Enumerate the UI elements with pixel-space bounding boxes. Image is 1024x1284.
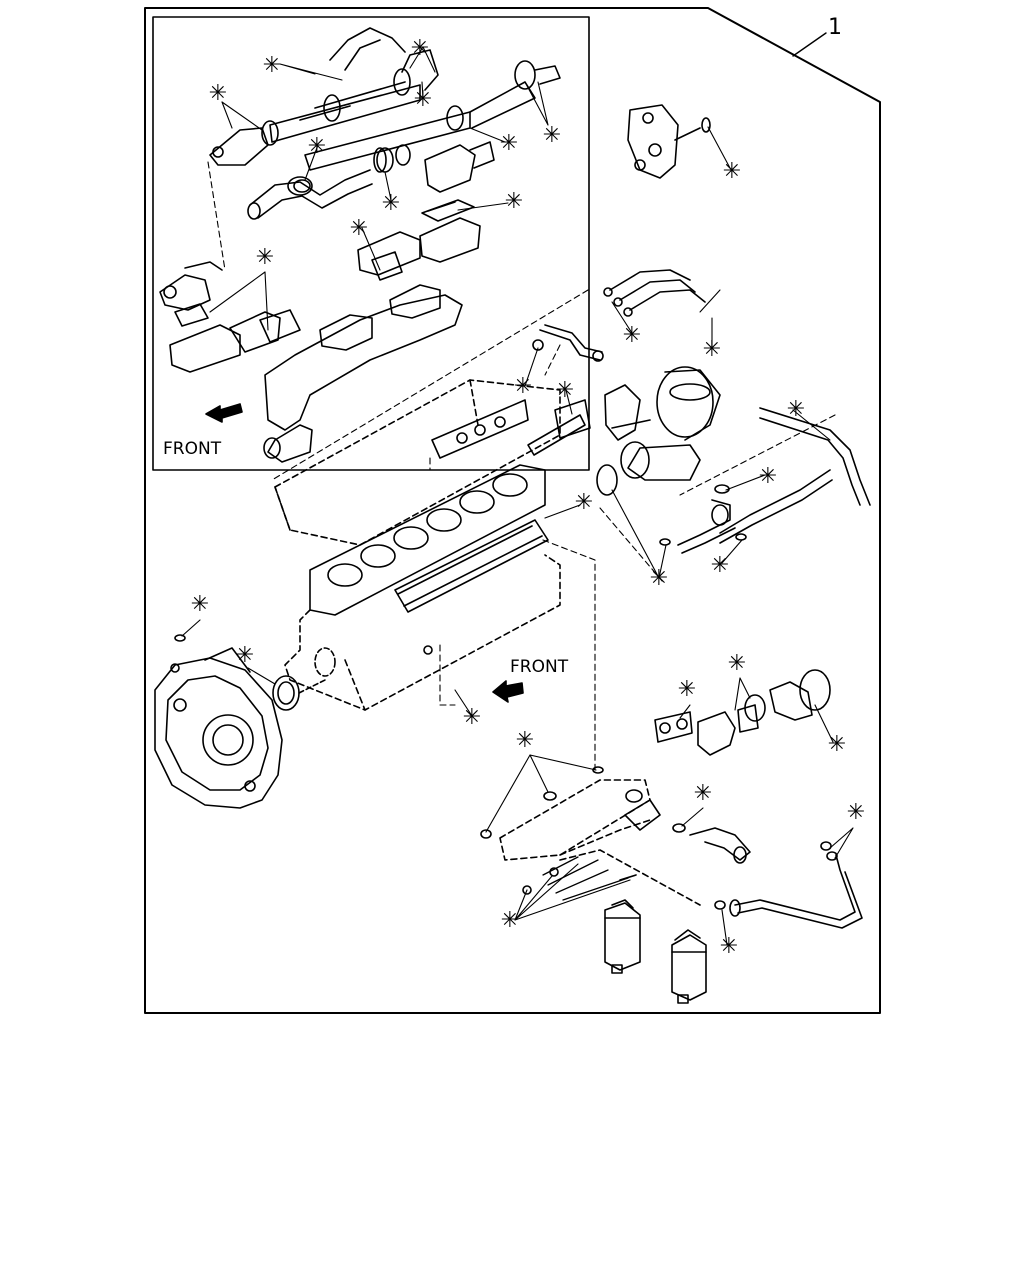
asterisk-marker: ✳ [209, 81, 227, 106]
oil-filters [522, 856, 707, 1004]
outer-frame [144, 7, 881, 1014]
exhaust-pipe-assembly [209, 27, 561, 222]
inset-front-label: FRONT [163, 439, 222, 459]
main-front-label: FRONT [510, 657, 569, 677]
callout-number: 1 [828, 15, 842, 40]
asterisk-marker: ✳ [711, 553, 729, 578]
asterisk-marker: ✳ [236, 643, 254, 668]
oil-cooler-assembly [480, 669, 863, 929]
cylinder-block [284, 464, 561, 711]
asterisk-marker: ✳ [256, 245, 274, 270]
flywheel-o-ring [174, 634, 186, 642]
asterisk-marker: ✳ [759, 464, 777, 489]
turbo-oil-lines [532, 269, 871, 554]
callout-leader [792, 32, 827, 57]
exhaust-manifold [159, 217, 481, 463]
asterisk-marker: ✳ [263, 53, 281, 78]
inset-frame [152, 16, 590, 471]
cylinder-head [274, 379, 561, 546]
turbocharger [604, 366, 721, 481]
asterisk-marker: ✳ [694, 781, 712, 806]
asterisk-marker: ✳ [703, 337, 721, 362]
asterisk-marker: ✳ [505, 189, 523, 214]
leader-lines [181, 46, 854, 946]
asterisk-marker: ✳ [463, 705, 481, 730]
asterisk-marker: ✳ [382, 191, 400, 216]
asterisk-marker: ✳ [723, 159, 741, 184]
asterisk-markers: ✳ ✳ ✳ ✳ ✳ ✳ ✳ ✳ ✳ ✳ ✳ ✳ ✳ ✳ ✳ ✳ ✳ ✳ ✳ ✳ … [191, 36, 865, 959]
asterisk-marker: ✳ [556, 378, 574, 403]
asterisk-marker: ✳ [623, 323, 641, 348]
asterisk-marker: ✳ [720, 934, 738, 959]
crankshaft-oil-seal [272, 675, 300, 711]
connection-lines [207, 161, 836, 771]
flywheel-housing [154, 647, 283, 809]
asterisk-marker: ✳ [411, 36, 429, 61]
asterisk-marker: ✳ [500, 131, 518, 156]
asterisk-marker: ✳ [350, 216, 368, 241]
asterisk-marker: ✳ [516, 728, 534, 753]
asterisk-marker: ✳ [414, 87, 432, 112]
asterisk-marker: ✳ [847, 800, 865, 825]
asterisk-marker: ✳ [575, 490, 593, 515]
asterisk-marker: ✳ [543, 123, 561, 148]
asterisk-marker: ✳ [501, 908, 519, 933]
asterisk-marker: ✳ [678, 677, 696, 702]
asterisk-marker: ✳ [728, 651, 746, 676]
asterisk-marker: ✳ [828, 732, 846, 757]
main-front-arrow [492, 680, 524, 703]
inset-front-arrow [205, 403, 243, 423]
asterisk-marker: ✳ [191, 592, 209, 617]
front-cover-bracket [627, 104, 711, 179]
asterisk-marker: ✳ [514, 374, 532, 399]
